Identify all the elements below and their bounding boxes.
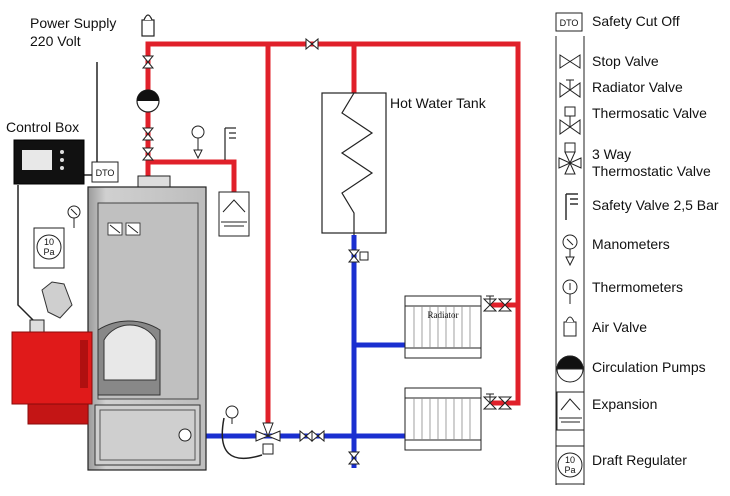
- legend-dto-label: DTO: [560, 18, 579, 28]
- legend-air-valve: Air Valve: [592, 319, 647, 335]
- circulation-pump-icon: [556, 355, 584, 383]
- radiator-lower: [404, 387, 482, 451]
- radiator-upper: [404, 295, 482, 359]
- control-box-label: Control Box: [6, 119, 80, 135]
- radiator-valves: [482, 295, 513, 410]
- legend-thermostatic-valve: Thermosatic Valve: [592, 105, 707, 121]
- legend-radiator-valve: Radiator Valve: [592, 79, 683, 95]
- safety-valve-icon: [565, 193, 578, 220]
- legend-draft-unit: Pa: [564, 465, 575, 475]
- radiator-label: Radiator: [428, 310, 459, 320]
- legend-safety-cut-off: Safety Cut Off: [592, 13, 680, 29]
- riser-valves: [141, 37, 369, 465]
- dto-label: DTO: [96, 168, 115, 178]
- cold-water-pipes: [205, 235, 405, 468]
- legend-draft-regulator: Draft Regulater: [592, 452, 687, 468]
- hot-water-tank: [321, 92, 387, 235]
- burner: [11, 281, 93, 425]
- manometer-icon: [562, 234, 578, 267]
- dto-safety-cutoff: DTO: [91, 161, 119, 183]
- thermometer-bottom: [225, 405, 239, 424]
- voltage-label: 220 Volt: [30, 33, 81, 49]
- legend-circulation-pumps: Circulation Pumps: [592, 359, 706, 375]
- legend-icons: 10 Pa: [555, 12, 585, 485]
- three-way-valve-bottom: [255, 422, 281, 455]
- legend-stop-valve: Stop Valve: [592, 53, 659, 69]
- thermometer-top: [191, 125, 205, 160]
- radiator-valve-icon: [559, 79, 581, 98]
- air-valve-icon: [563, 316, 577, 337]
- legend-expansion: Expansion: [592, 396, 658, 412]
- three-way-valve-icon: [558, 142, 582, 175]
- control-box: [13, 139, 85, 185]
- legend-manometers: Manometers: [592, 236, 670, 252]
- thermometer-icon: [562, 279, 578, 304]
- hot-water-tank-label: Hot Water Tank: [390, 95, 486, 111]
- legend-thermometers: Thermometers: [592, 279, 684, 295]
- stop-valve-icon: [559, 54, 581, 69]
- boiler: [87, 175, 207, 471]
- draft-regulator: 10 Pa: [33, 227, 65, 269]
- expansion-icon: [556, 391, 585, 431]
- draft-regulator-icon: 10 Pa: [555, 445, 585, 485]
- legend-three-way-valve-line1: 3 Way: [592, 146, 632, 162]
- draft-value: 10: [44, 237, 54, 247]
- power-supply-label: Power Supply: [30, 15, 117, 31]
- draft-unit: Pa: [43, 247, 54, 257]
- safety-valve-top: [224, 127, 236, 160]
- manometer-left: [67, 205, 81, 228]
- circulation-pump: [136, 89, 160, 113]
- legend-draft-value: 10: [565, 455, 575, 465]
- thermostatic-valve-icon: [559, 106, 581, 135]
- expansion-vessel: [218, 191, 250, 237]
- legend-three-way-valve-line2: Thermostatic Valve: [592, 163, 711, 179]
- control-wiring: [17, 62, 263, 460]
- legend-safety-valve: Safety Valve 2,5 Bar: [592, 197, 719, 213]
- air-valve-top: [141, 14, 155, 37]
